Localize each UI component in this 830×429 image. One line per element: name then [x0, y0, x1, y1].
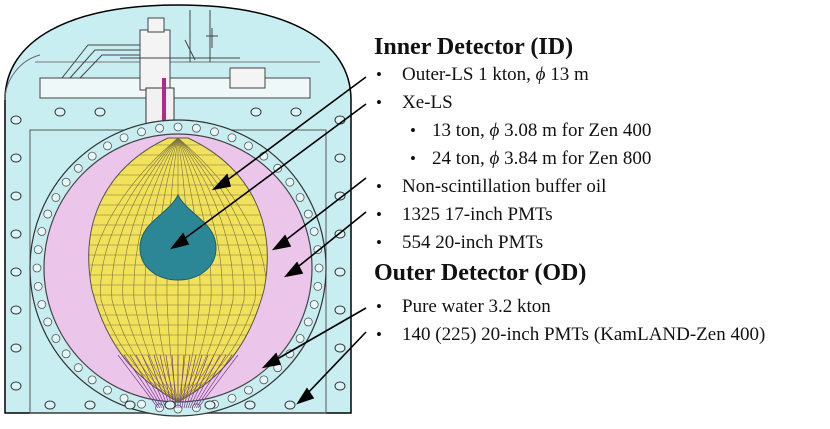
- suspension-ropes: [117, 354, 239, 409]
- pmt-marker: [119, 133, 129, 143]
- od-pmt: [10, 153, 22, 163]
- od-pmt: [250, 107, 262, 117]
- list-item: Outer-LS 1 kton, ϕ 13 m: [402, 64, 589, 85]
- list-item: 1325 17-inch PMTs: [402, 204, 553, 225]
- pmt-marker: [295, 193, 305, 202]
- arrow-inner-pmts: [293, 211, 367, 271]
- list-bullet: •: [376, 297, 382, 316]
- pmt-marker: [61, 177, 71, 187]
- od-pmt: [334, 305, 346, 315]
- od-pmt: [10, 343, 22, 353]
- pmt-marker: [43, 209, 53, 219]
- pmt-marker: [137, 127, 146, 137]
- od-pmt: [334, 343, 346, 353]
- pmt-marker: [51, 193, 61, 202]
- od-pmt: [244, 400, 256, 410]
- pmt-marker: [192, 123, 201, 133]
- pmt-marker: [33, 245, 43, 254]
- pmt-marker: [119, 393, 129, 403]
- pmt-marker: [137, 399, 146, 409]
- pmt-marker: [303, 317, 313, 327]
- pmt-marker: [73, 363, 83, 373]
- od-pmt: [124, 400, 136, 410]
- od-pmt: [284, 400, 296, 410]
- list-bullet: •: [376, 93, 382, 112]
- arrow-outer-ls: [221, 76, 367, 185]
- pmt-marker: [244, 385, 253, 395]
- od-pmt: [334, 153, 346, 163]
- od-pmt: [164, 400, 176, 410]
- list-bullet: •: [376, 205, 382, 224]
- od-pmt: [10, 229, 22, 239]
- od-pmt: [334, 191, 346, 201]
- pmt-marker: [87, 375, 97, 385]
- od-pmt: [290, 107, 302, 117]
- list-bullet: •: [376, 325, 382, 344]
- pmt-marker: [295, 334, 305, 343]
- od-pmt: [54, 107, 66, 117]
- od-pmt: [84, 400, 96, 410]
- od-pmt: [334, 229, 346, 239]
- od-pmt: [204, 400, 216, 410]
- pmt-marker: [87, 151, 97, 161]
- list-item: Xe-LS: [402, 92, 453, 113]
- pmt-marker: [227, 393, 237, 403]
- pmt-marker: [103, 141, 112, 151]
- xe-ls-mini-balloon: [139, 193, 217, 281]
- pmt-marker: [37, 300, 47, 309]
- pmt-marker: [33, 282, 43, 291]
- od-pmt: [10, 115, 22, 125]
- pmt-marker: [285, 177, 295, 187]
- pmt-ring-ticks: [32, 122, 324, 414]
- pmt-marker: [37, 227, 47, 236]
- pmt-marker: [51, 334, 61, 343]
- list-item: Non-scintillation buffer oil: [402, 176, 607, 197]
- pmt-marker: [313, 282, 323, 291]
- pmt-marker: [227, 133, 237, 143]
- od-pmt: [44, 400, 56, 410]
- list-item: 554 20-inch PMTs: [402, 232, 544, 253]
- pmt-marker: [309, 227, 319, 236]
- pmt-marker: [210, 127, 219, 137]
- pmt-marker: [244, 141, 253, 151]
- outer-detector-heading: Outer Detector (OD): [374, 260, 587, 286]
- pmt-marker: [314, 263, 324, 273]
- pmt-marker: [259, 375, 269, 385]
- pmt-marker: [73, 163, 83, 173]
- od-pmt: [334, 267, 346, 277]
- pmt-marker: [61, 349, 71, 359]
- list-bullet: •: [410, 149, 416, 168]
- pmt-marker: [103, 385, 112, 395]
- od-pmt: [10, 381, 22, 391]
- arrow-od-water: [271, 307, 367, 363]
- list-item: Pure water 3.2 kton: [402, 296, 551, 317]
- pmt-marker: [173, 122, 183, 132]
- list-item: 24 ton, ϕ 3.84 m for Zen 800: [432, 148, 652, 169]
- list-bullet: •: [410, 121, 416, 140]
- list-item: 13 ton, ϕ 3.08 m for Zen 400: [432, 120, 652, 141]
- list-bullet: •: [376, 177, 382, 196]
- pmt-marker: [309, 300, 319, 309]
- od-pmt: [10, 305, 22, 315]
- pmt-marker: [32, 263, 42, 273]
- arrow-xe-ls: [179, 103, 367, 243]
- arrow-od-pmts: [304, 331, 367, 397]
- list-item: 140 (225) 20-inch PMTs (KamLAND-Zen 400): [402, 324, 766, 345]
- list-bullet: •: [376, 233, 382, 252]
- outer-detector-pmts: [10, 107, 346, 410]
- od-pmt: [94, 107, 106, 117]
- inner-detector-heading: Inner Detector (ID): [374, 34, 574, 60]
- list-bullet: •: [376, 65, 382, 84]
- od-pmt: [10, 191, 22, 201]
- arrow-buffer-oil: [281, 177, 367, 244]
- pmt-marker: [303, 209, 313, 219]
- od-pmt: [334, 381, 346, 391]
- pmt-marker: [155, 123, 164, 133]
- pmt-marker: [43, 317, 53, 327]
- od-pmt: [10, 267, 22, 277]
